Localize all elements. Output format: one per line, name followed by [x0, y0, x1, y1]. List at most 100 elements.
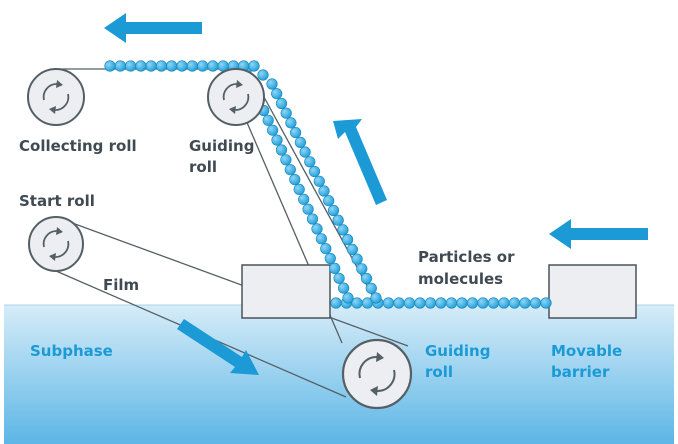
- particle-bead: [351, 253, 363, 265]
- particle-bead: [456, 297, 468, 309]
- particle-bead: [271, 134, 283, 146]
- movable-barrier-label-line2: barrier: [551, 363, 610, 381]
- particle-bead: [519, 297, 531, 309]
- particle-bead: [342, 292, 354, 304]
- particle-bead: [186, 60, 198, 72]
- particle-bead: [318, 185, 330, 197]
- rotation-arrow-icon: [222, 80, 250, 114]
- particles-label-line2: molecules: [418, 270, 503, 288]
- particle-bead: [135, 60, 147, 72]
- particle-bead: [323, 195, 335, 207]
- particle-bead: [289, 174, 301, 186]
- particle-bead: [529, 297, 542, 309]
- particle-bead: [487, 297, 500, 309]
- particle-bead: [508, 297, 521, 309]
- particle-bead: [248, 60, 260, 72]
- particle-bead: [445, 297, 458, 309]
- particle-bead: [275, 144, 288, 156]
- particle-bead: [308, 165, 321, 178]
- particle-bead: [329, 262, 341, 275]
- movable-barrier: [548, 264, 637, 319]
- particle-bead: [382, 297, 395, 309]
- particle-bead: [262, 114, 274, 126]
- particle-bead: [299, 146, 311, 158]
- film-label: Film: [103, 276, 139, 294]
- movable-barrier-label-line1: Movable: [551, 342, 622, 360]
- particle-bead: [275, 97, 288, 110]
- particle-bead: [104, 60, 116, 72]
- arrow-down-diagonal: [177, 319, 259, 375]
- particle-bead: [114, 60, 126, 72]
- fixed-barrier: [241, 264, 331, 319]
- particle-bead: [304, 156, 316, 168]
- particle-bead: [302, 203, 314, 215]
- guiding-roll-bottom: [341, 338, 413, 410]
- guiding-roll-top-label-line1: Guiding: [189, 137, 254, 155]
- particle-bead: [271, 88, 283, 100]
- particle-bead: [313, 175, 325, 187]
- arrow-left-top: [104, 13, 202, 43]
- arrow-up-diagonal: [333, 119, 387, 205]
- particle-bead: [125, 60, 137, 72]
- particle-bead: [298, 193, 310, 205]
- particle-bead: [257, 69, 269, 81]
- particle-bead: [285, 117, 297, 129]
- particle-bead: [477, 297, 489, 309]
- particle-bead: [337, 224, 349, 236]
- particle-bead: [365, 282, 377, 294]
- particle-bead: [306, 213, 319, 225]
- particle-bead: [280, 154, 292, 166]
- particle-bead: [145, 60, 157, 72]
- collecting-roll: [27, 68, 85, 126]
- particle-bead: [333, 272, 345, 284]
- particle-bead: [424, 297, 437, 309]
- particle-bead: [207, 60, 219, 72]
- particles-label-line1: Particles or: [418, 248, 515, 266]
- particle-bead: [290, 127, 302, 139]
- particle-bead: [155, 60, 167, 72]
- particle-bead: [498, 297, 510, 309]
- collecting-roll-label: Collecting roll: [19, 137, 137, 155]
- particle-bead: [330, 297, 342, 309]
- particle-bead: [266, 78, 278, 90]
- particle-bead: [346, 243, 359, 255]
- arrow-left-right: [549, 219, 648, 249]
- particle-bead: [294, 136, 307, 148]
- particle-bead: [324, 252, 336, 265]
- start-roll-label: Start roll: [19, 192, 95, 210]
- particle-bead: [332, 214, 344, 226]
- rotation-arrow-icon: [42, 80, 70, 114]
- particle-bead: [393, 297, 405, 309]
- flow-arrow-icon: [104, 13, 648, 375]
- film-start-upper: [55, 216, 409, 347]
- guiding-roll-bottom-label-line1: Guiding: [425, 342, 490, 360]
- particle-bead: [315, 233, 328, 245]
- rotation-arrow-icon: [42, 227, 70, 261]
- guiding-roll-top-label-line2: roll: [189, 158, 217, 176]
- particle-bead: [176, 60, 188, 72]
- particle-bead: [338, 282, 350, 294]
- rotation-arrow-icon: [358, 352, 396, 396]
- guiding-roll-bottom-label-line2: roll: [425, 363, 453, 381]
- particle-bead: [370, 292, 382, 304]
- subphase-label: Subphase: [30, 342, 113, 360]
- particle-bead: [540, 297, 552, 309]
- particle-bead: [166, 60, 178, 72]
- particle-bead: [293, 183, 305, 195]
- particle-bead: [327, 204, 340, 217]
- particle-bead: [267, 124, 279, 136]
- particle-bead: [284, 164, 296, 176]
- particle-bead: [311, 223, 323, 235]
- particle-bead: [320, 243, 332, 255]
- particle-bead: [466, 297, 479, 309]
- particle-bead: [414, 297, 426, 309]
- particle-bead: [342, 234, 354, 246]
- start-roll: [28, 216, 84, 272]
- particle-bead: [403, 297, 416, 309]
- particle-bead: [280, 107, 292, 119]
- guiding-roll-top: [207, 68, 265, 126]
- particle-bead: [356, 263, 368, 275]
- particle-bead: [360, 272, 373, 285]
